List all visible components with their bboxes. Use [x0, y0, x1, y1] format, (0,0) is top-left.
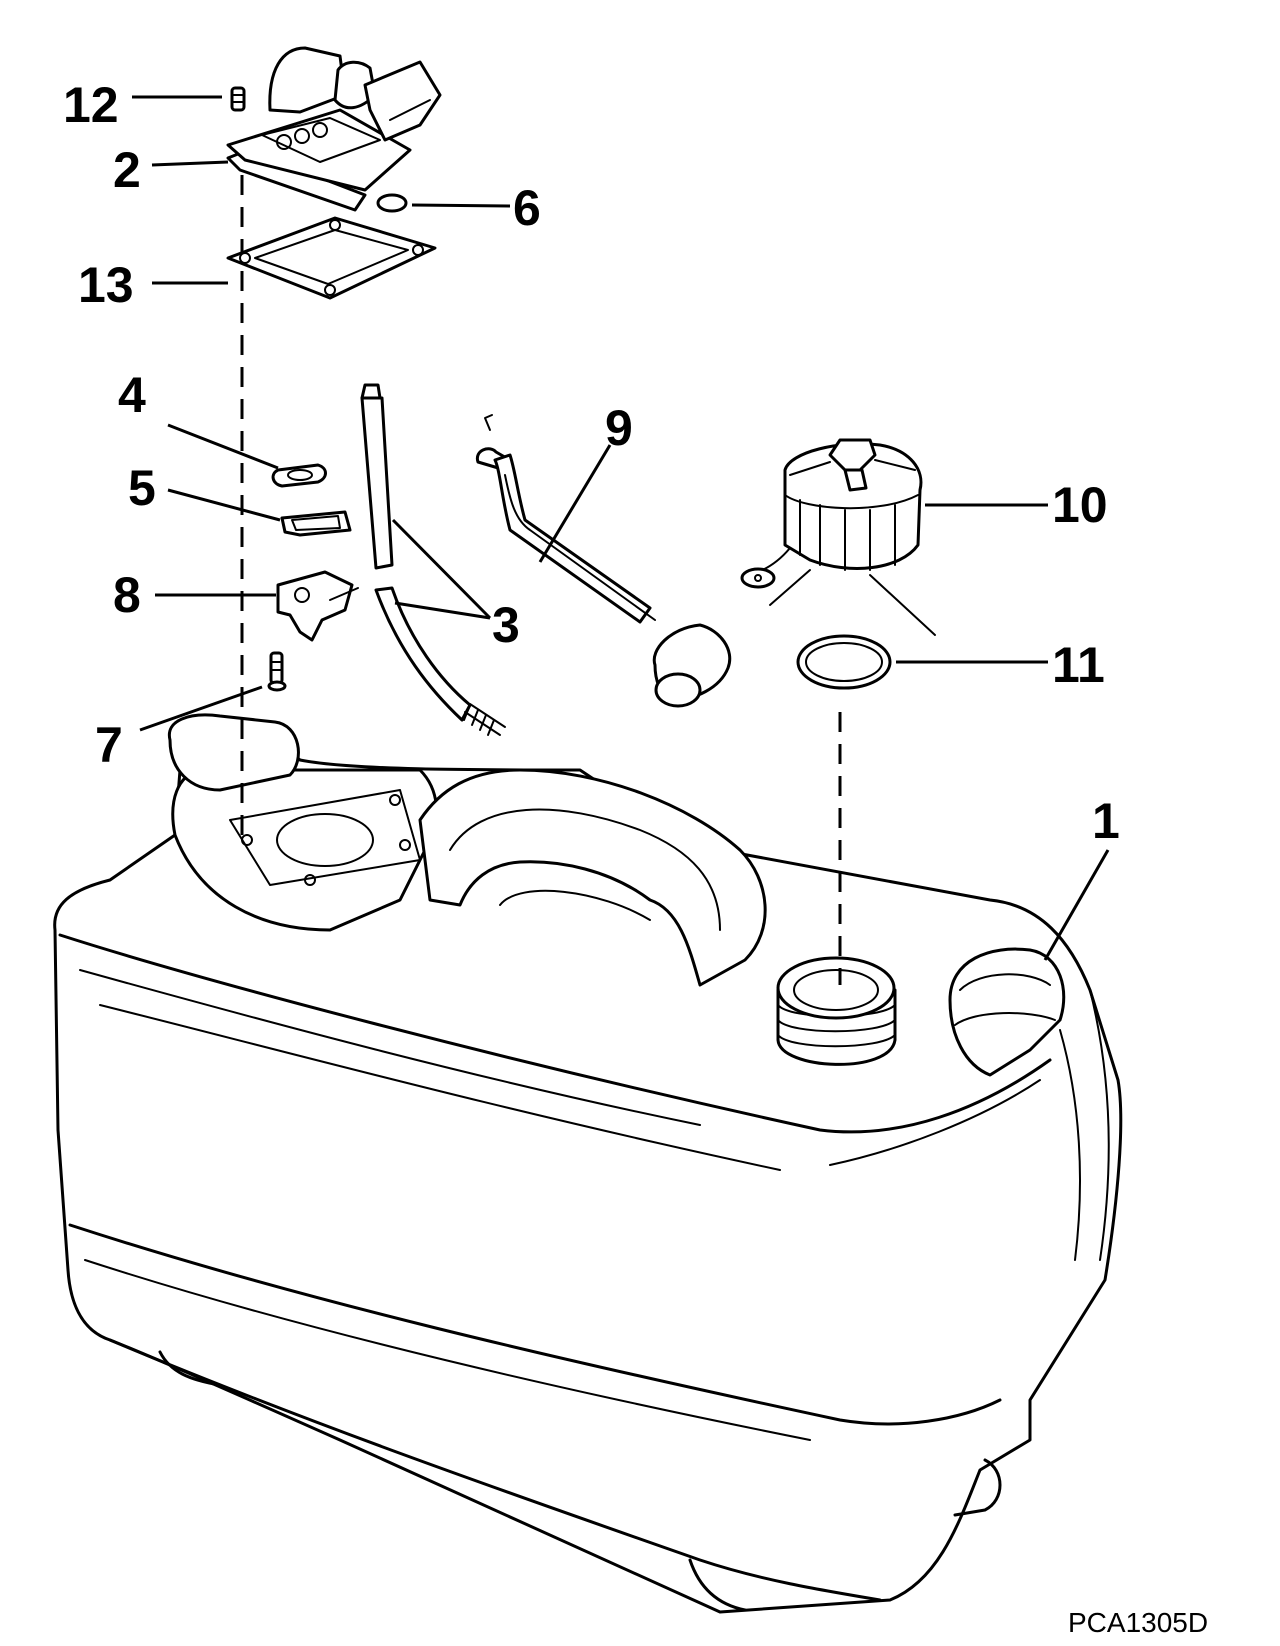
- seal-5: [280, 510, 352, 537]
- callout-1: 1: [1092, 793, 1120, 849]
- float-gauge-9: [475, 414, 732, 708]
- callout-4: 4: [118, 367, 146, 423]
- callout-2: 2: [113, 142, 141, 198]
- callout-12: 12: [63, 77, 119, 133]
- clamp-8: [276, 570, 359, 642]
- callout-8: 8: [113, 567, 141, 623]
- gasket-13: [226, 216, 437, 300]
- o-ring-11: [796, 634, 892, 690]
- callout-labels: 12 2 6 13 4 9 5 10 8 3 11 7 1 PCA1305D: [63, 77, 1208, 1638]
- screw-12: [230, 86, 246, 112]
- drawing-code: PCA1305D: [1068, 1607, 1208, 1638]
- o-ring-6: [376, 193, 408, 213]
- fuel-connector: [226, 46, 442, 212]
- leader-lines: [132, 95, 1110, 961]
- spacer-4: [271, 463, 327, 488]
- callout-7: 7: [95, 717, 123, 773]
- filler-cap-10: [740, 438, 936, 636]
- callout-10: 10: [1052, 477, 1108, 533]
- filler-neck: [776, 956, 897, 1066]
- fuel-tank: [53, 713, 1123, 1614]
- pickup-tube-3: [360, 383, 506, 736]
- callout-6: 6: [513, 180, 541, 236]
- callout-5: 5: [128, 460, 156, 516]
- callout-3: 3: [492, 597, 520, 653]
- callout-11: 11: [1052, 637, 1105, 693]
- screw-7: [267, 651, 287, 692]
- callout-9: 9: [605, 400, 633, 456]
- callout-13: 13: [78, 257, 134, 313]
